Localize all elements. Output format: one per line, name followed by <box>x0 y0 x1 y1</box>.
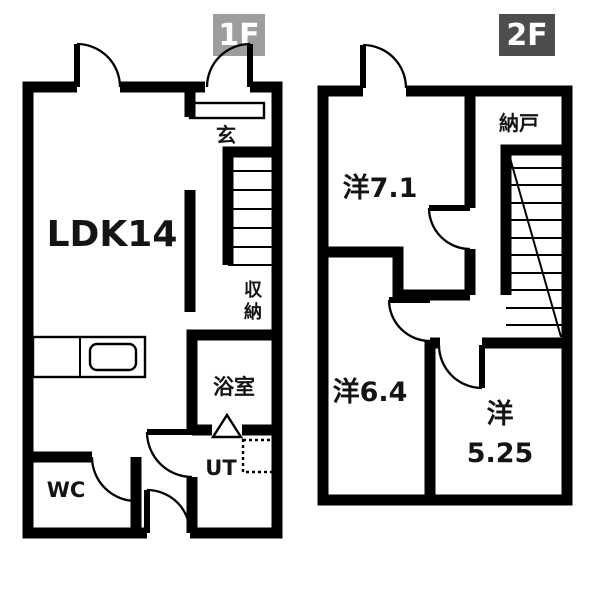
door-arc <box>387 299 431 343</box>
floor2-plan: 洋7.1 納戸 洋6.4 洋 5.25 <box>317 43 573 506</box>
outer-walls-2f <box>317 85 573 506</box>
floor2-badge-label: 2F <box>506 18 547 53</box>
floor1-badge-bg <box>213 14 265 56</box>
outer-walls-1f <box>22 81 283 539</box>
floor1-plan: LDK14 玄 収 納 浴室 UT WC <box>22 42 283 539</box>
door-garden-1f <box>74 42 122 88</box>
room-label-bedroom-b: 洋6.4 <box>333 376 408 408</box>
room-label-entrance: 玄 <box>216 123 236 147</box>
room-label-bedroom-c-kanji: 洋 <box>487 398 514 430</box>
door-balcony-2f <box>360 43 408 89</box>
room-label-closet-top: 収 <box>244 280 263 301</box>
stairs-2f-break-line <box>509 157 562 338</box>
interior-walls-1f <box>28 88 277 533</box>
door-arc <box>362 43 408 89</box>
door-wc-1f <box>90 456 139 503</box>
floor1-badge: 1F <box>213 14 265 56</box>
door-arc <box>76 42 122 88</box>
entrance-step <box>188 101 266 120</box>
room-label-closet-bottom: 納 <box>244 301 262 323</box>
interior-walls-2f <box>318 88 567 500</box>
door-arc <box>90 456 137 503</box>
door-bedroom-b-2f <box>387 297 431 343</box>
room-label-utility: UT <box>205 456 237 480</box>
floor2-badge: 2F <box>499 14 555 56</box>
room-label-ldk: LDK14 <box>47 214 178 255</box>
bath-folding-door-mark <box>210 412 244 439</box>
floor2-badge-bg <box>499 14 555 56</box>
room-label-bath: 浴室 <box>213 375 255 399</box>
door-arc <box>427 207 471 251</box>
door-utility-1f <box>145 429 193 479</box>
kitchen-sink <box>88 342 138 372</box>
door-bedroom-c-2f <box>437 344 485 390</box>
door-back-1f <box>144 488 192 534</box>
door-bedroom-a-2f <box>427 205 471 251</box>
floor1-badge-label: 1F <box>218 18 259 53</box>
stairs-2f-steps <box>506 167 567 326</box>
door-arc <box>205 42 251 88</box>
door-arc <box>146 488 192 534</box>
door-arc <box>437 344 483 390</box>
room-label-wc: WC <box>47 478 86 502</box>
door-arc <box>145 431 193 479</box>
room-label-storeroom: 納戸 <box>499 111 539 135</box>
washer-pan <box>241 438 277 474</box>
room-label-bedroom-c-size: 5.25 <box>467 438 534 469</box>
door-entrance-1f <box>205 42 253 88</box>
room-label-bedroom-a: 洋7.1 <box>343 172 418 204</box>
stairs-1f-steps <box>228 170 277 266</box>
